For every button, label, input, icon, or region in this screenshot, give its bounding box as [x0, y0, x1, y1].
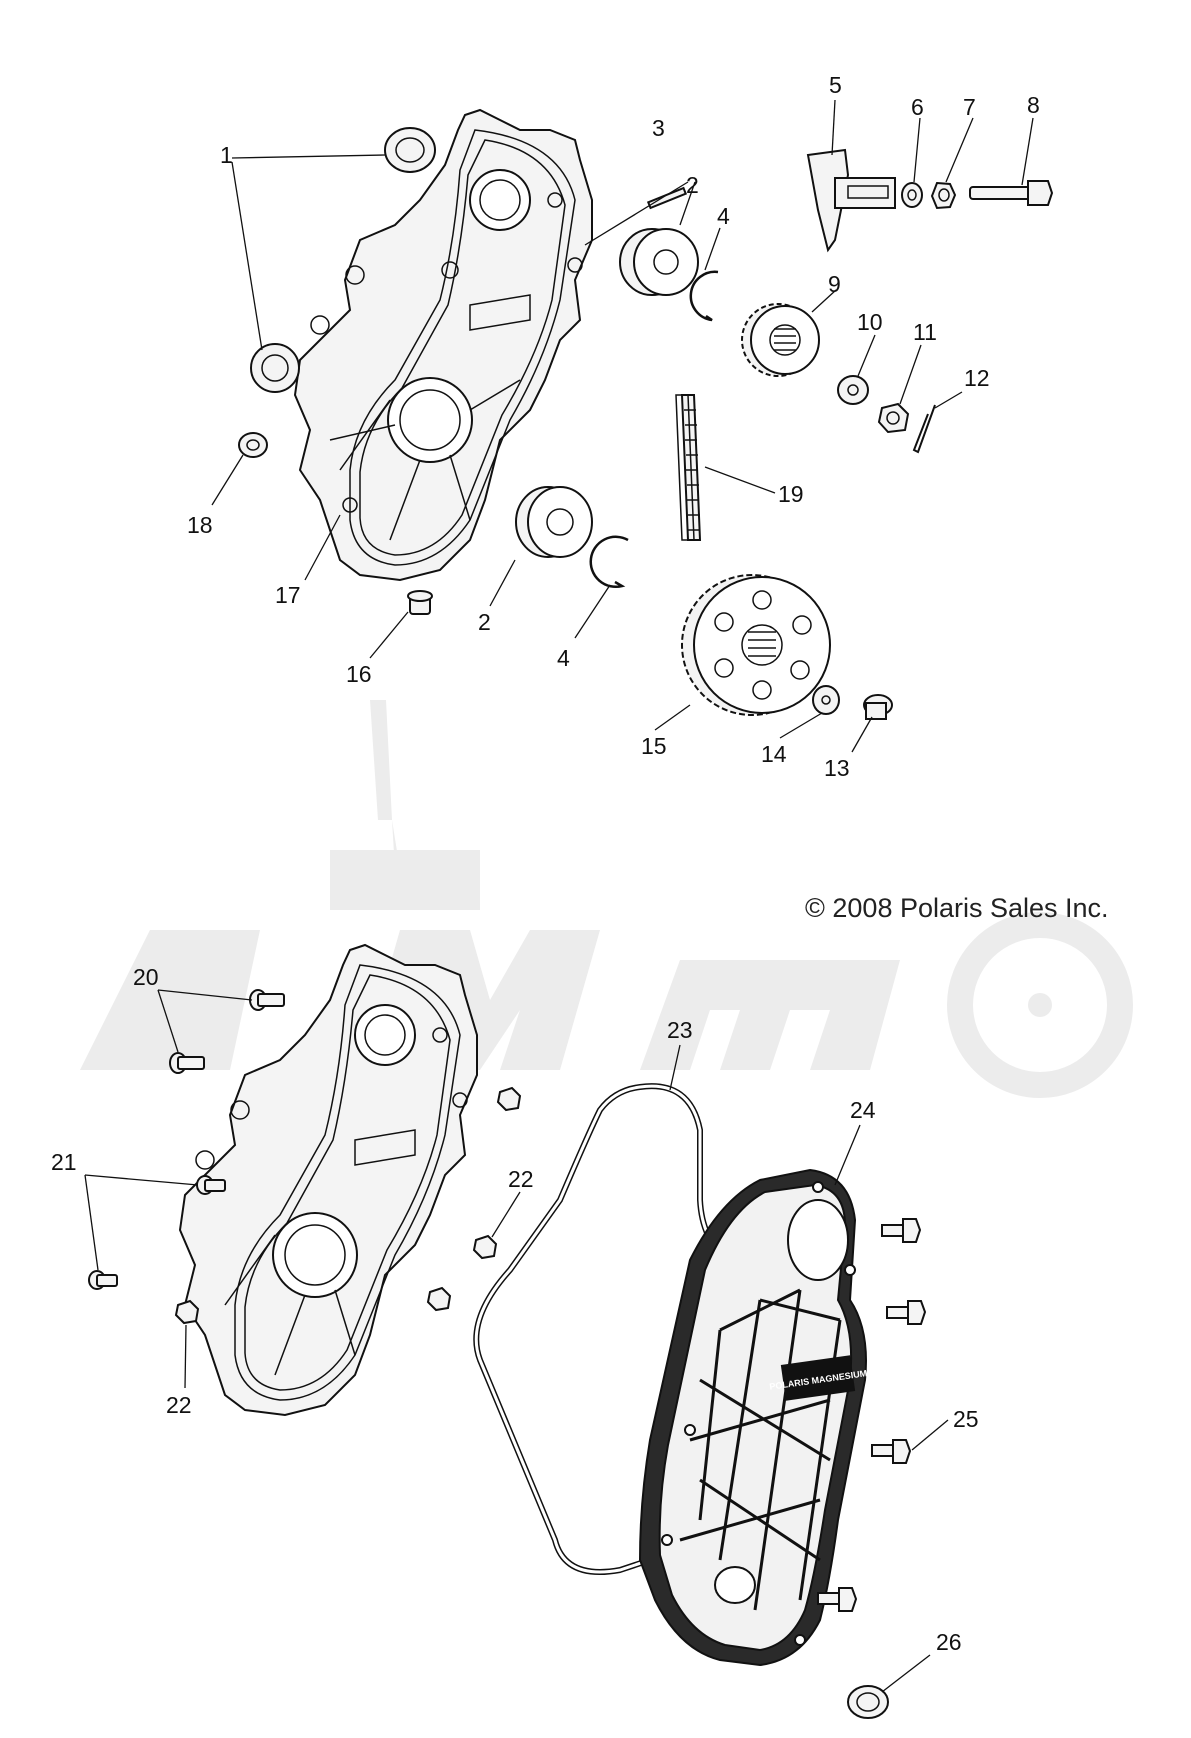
bolt-13 [863, 694, 893, 720]
callout-17: 17 [275, 582, 301, 608]
cover-cap [847, 1685, 889, 1719]
callout-21: 21 [51, 1149, 77, 1175]
callout-23: 23 [667, 1017, 693, 1043]
callout-11: 11 [913, 319, 937, 345]
chaincase-cover: POLARIS MAGNESIUM [638, 1168, 868, 1667]
washer-10 [837, 375, 869, 405]
bolt-21-a [196, 1175, 226, 1195]
callout-6: 6 [911, 94, 924, 120]
snap-ring-upper [689, 270, 719, 322]
callout-3: 3 [652, 115, 665, 141]
leader-lines [84, 99, 1034, 1693]
callout-5: 5 [829, 72, 842, 98]
snap-ring-lower [589, 535, 629, 588]
callout-2-bottom: 2 [478, 609, 491, 635]
nut-22-b [472, 1234, 498, 1260]
bearing-lower [515, 486, 593, 558]
callout-12: 12 [964, 365, 990, 391]
callout-22-left: 22 [166, 1392, 192, 1418]
callout-4-bottom: 4 [557, 645, 570, 671]
chain-tensioner [806, 148, 896, 253]
drain-plug [407, 590, 433, 615]
driven-sprocket [681, 574, 831, 716]
bolt-8 [969, 180, 1054, 206]
key-pin [646, 186, 688, 210]
callout-20: 20 [133, 964, 159, 990]
bolt-21-b [88, 1270, 118, 1290]
callout-4-top: 4 [717, 203, 730, 229]
cover-bolt-a [881, 1218, 922, 1243]
bolt-20-b [169, 1052, 205, 1074]
callout-8: 8 [1027, 92, 1040, 118]
callout-18: 18 [187, 512, 213, 538]
nut-22-a [496, 1086, 522, 1112]
seal-upper [384, 127, 436, 173]
callout-15: 15 [641, 733, 667, 759]
nut-22-c [426, 1286, 452, 1312]
callout-14: 14 [761, 741, 787, 767]
drive-chain [675, 394, 702, 541]
nut-7 [930, 181, 957, 210]
washer-6 [901, 182, 923, 208]
bearing-upper [619, 228, 699, 296]
cover-bolt-d [817, 1587, 858, 1612]
callout-16: 16 [346, 661, 372, 687]
cover-gasket [473, 1083, 750, 1575]
seal-lower [250, 343, 300, 393]
cover-bolt-c [871, 1439, 912, 1464]
nut-22-d [174, 1299, 200, 1325]
callout-13: 13 [824, 755, 850, 781]
callout-22-right: 22 [508, 1166, 534, 1192]
nut-11 [877, 402, 910, 434]
bolt-20-a [249, 989, 285, 1011]
callout-19: 19 [778, 481, 804, 507]
callout-10: 10 [857, 309, 883, 335]
copyright-notice: © 2008 Polaris Sales Inc. [805, 893, 1109, 923]
callout-26: 26 [936, 1629, 962, 1655]
callout-9: 9 [828, 271, 841, 297]
callout-labels: 1 2 2 3 4 4 5 6 7 8 9 10 11 12 13 14 15 … [51, 72, 1040, 1655]
chaincase-housing-upper [293, 108, 593, 582]
chaincase-housing-lower [178, 943, 478, 1417]
callout-25: 25 [953, 1406, 979, 1432]
callout-2-top: 2 [686, 172, 699, 198]
callout-7: 7 [963, 94, 976, 120]
callout-1: 1 [220, 142, 233, 168]
drive-sprocket [741, 303, 820, 377]
cotter-pin [912, 404, 936, 454]
plug-18 [238, 432, 268, 458]
washer-14 [812, 685, 840, 715]
callout-24: 24 [850, 1097, 876, 1123]
cover-bolt-b [886, 1300, 927, 1325]
